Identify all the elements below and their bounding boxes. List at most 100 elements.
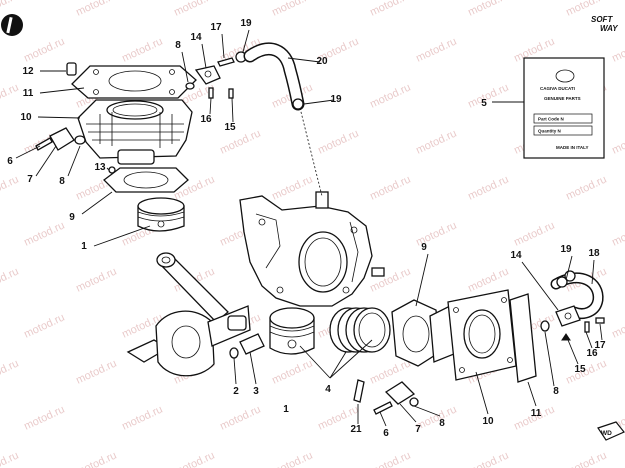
bolt-6-lower — [373, 401, 393, 415]
callout-leader — [599, 323, 603, 341]
watermark: motod.ru — [0, 449, 21, 468]
callout-number: 18 — [588, 248, 600, 259]
alignment-line-hose — [299, 107, 323, 197]
watermark: motod.ru — [610, 311, 625, 340]
watermark: motod.ru — [22, 311, 66, 340]
callout-leader — [299, 345, 331, 379]
watermark: motod.ru — [172, 449, 216, 468]
callout-leader — [231, 97, 234, 123]
crankcase — [239, 191, 385, 307]
card-footer: MADE IN ITALY — [556, 145, 589, 150]
callout-leader — [201, 43, 207, 69]
callout-leader — [399, 403, 417, 423]
callout-leader — [329, 339, 373, 379]
callout-leader — [93, 225, 151, 247]
watermark: motod.ru — [466, 173, 510, 202]
callout-leader — [329, 351, 347, 379]
callout-leader — [106, 167, 110, 171]
callout-number: 15 — [224, 122, 236, 133]
card-field-part-code: Part Code N — [538, 117, 564, 122]
callout-number: 6 — [383, 428, 389, 439]
piston-upper — [137, 197, 185, 232]
callout-number: 13 — [94, 162, 106, 173]
callout-leader — [521, 261, 559, 311]
callout-number: 9 — [69, 212, 75, 223]
callout-leader — [39, 87, 85, 94]
callout-number: 21 — [350, 424, 362, 435]
card-title: CAGIVA DUCATI — [540, 86, 575, 91]
watermark: motod.ru — [0, 173, 21, 202]
watermark: motod.ru — [270, 0, 314, 19]
card-field-quantity: Quantity N — [538, 129, 561, 134]
screw-16 — [208, 87, 214, 99]
screw-15 — [228, 88, 234, 99]
watermark: motod.ru — [0, 81, 21, 110]
head-gasket-right — [509, 293, 537, 383]
forward-badge: WD — [597, 421, 625, 441]
clip-17-right — [595, 317, 605, 324]
watermark: motod.ru — [74, 357, 118, 386]
watermark: motod.ru — [22, 219, 66, 248]
watermark: motod.ru — [172, 0, 216, 19]
fitting-14-right — [555, 305, 581, 327]
callout-leader — [15, 145, 41, 159]
watermark: motod.ru — [610, 219, 625, 248]
o-ring-8-top — [185, 82, 195, 90]
watermark: motod.ru — [368, 173, 412, 202]
callout-leader — [67, 145, 81, 177]
head-gasket-upper — [71, 65, 197, 99]
callout-number: 6 — [7, 156, 13, 167]
callout-number: 10 — [20, 112, 32, 123]
callout-number: 7 — [415, 424, 421, 435]
watermark: motod.ru — [610, 127, 625, 156]
o-ring-8-lower — [409, 397, 419, 407]
callout-number: 1 — [283, 404, 289, 415]
callout-leader — [181, 51, 189, 83]
callout-number: 20 — [316, 56, 328, 67]
watermark: motod.ru — [610, 35, 625, 64]
watermark: motod.ru — [564, 173, 608, 202]
cylinder-barrel-right — [429, 289, 517, 381]
callout-number: 10 — [482, 416, 494, 427]
watermark: motod.ru — [74, 265, 118, 294]
watermark: motod.ru — [74, 0, 118, 19]
watermark: motod.ru — [368, 449, 412, 468]
watermark: motod.ru — [466, 449, 510, 468]
callout-number: 1 — [81, 241, 87, 252]
callout-leader — [221, 33, 225, 59]
callout-leader — [567, 339, 579, 365]
callout-number: 7 — [27, 174, 33, 185]
callout-leader — [565, 255, 573, 281]
watermark: motod.ru — [368, 357, 412, 386]
parts-card: CAGIVA DUCATI GENUINE PARTS Part Code N … — [523, 57, 605, 159]
screw-16-right — [584, 321, 590, 333]
brand-line-2: WAY — [600, 24, 618, 33]
clamp-19-mid — [292, 98, 304, 110]
watermark: motod.ru — [564, 357, 608, 386]
callout-number: 8 — [439, 418, 445, 429]
callout-number: 12 — [22, 66, 34, 77]
callout-leader — [591, 259, 595, 285]
callout-leader — [415, 253, 429, 307]
connecting-rod — [156, 252, 229, 323]
brand-logo: SOFT WAY — [591, 15, 618, 33]
o-ring-8-right — [540, 320, 550, 332]
piston-rings — [329, 307, 391, 353]
callout-number: 17 — [594, 340, 606, 351]
screw-15-right — [561, 333, 571, 341]
callout-number: 19 — [560, 244, 572, 255]
callout-number: 8 — [59, 176, 65, 187]
callout-leader — [585, 331, 593, 349]
callout-leader — [303, 99, 335, 105]
callout-number: 15 — [574, 364, 586, 375]
watermark: motod.ru — [414, 403, 458, 432]
callout-leader — [81, 191, 113, 215]
bolt-6 — [35, 137, 53, 151]
crankshaft — [126, 305, 251, 377]
callout-leader — [37, 116, 81, 119]
watermark: motod.ru — [414, 35, 458, 64]
callout-leader — [233, 357, 237, 385]
callout-number: 9 — [421, 242, 427, 253]
fitting-14 — [194, 65, 221, 85]
